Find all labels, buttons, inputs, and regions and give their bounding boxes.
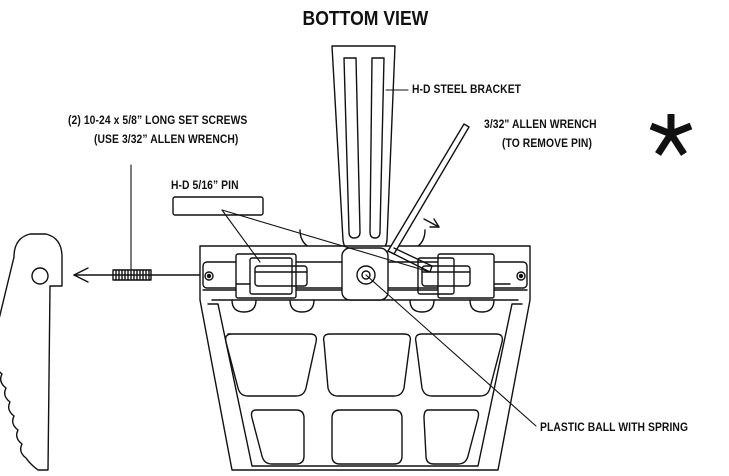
set-screws-label-line1: (2) 10-24 x 5/8” LONG SET SCREWS bbox=[68, 113, 248, 127]
direction-arrow-left bbox=[73, 267, 201, 283]
plastic-ball-label: PLASTIC BALL WITH SPRING bbox=[540, 420, 689, 434]
cutout-pockets bbox=[224, 333, 504, 465]
mount-body bbox=[199, 245, 531, 471]
handle-part bbox=[0, 233, 63, 471]
allen-wrench-label-line2: (TO REMOVE PIN) bbox=[502, 136, 592, 150]
rotation-arrow bbox=[423, 218, 440, 228]
page-title: BOTTOM VIEW bbox=[302, 8, 429, 30]
steel-bracket-label: H-D STEEL BRACKET bbox=[412, 82, 522, 96]
pin-label: H-D 5/16” PIN bbox=[171, 178, 239, 192]
asterisk-icon bbox=[649, 114, 693, 156]
left-clamp-block bbox=[235, 253, 308, 299]
steel-bracket bbox=[299, 45, 426, 253]
set-screws-label-line2: (USE 3/32” ALLEN WRENCH) bbox=[94, 132, 239, 146]
right-clamp-block bbox=[417, 253, 511, 299]
pin-part bbox=[172, 196, 264, 216]
leader-lines bbox=[130, 89, 537, 427]
allen-wrench-label-line1: 3/32" ALLEN WRENCH bbox=[484, 117, 597, 131]
allen-wrench bbox=[387, 123, 470, 273]
